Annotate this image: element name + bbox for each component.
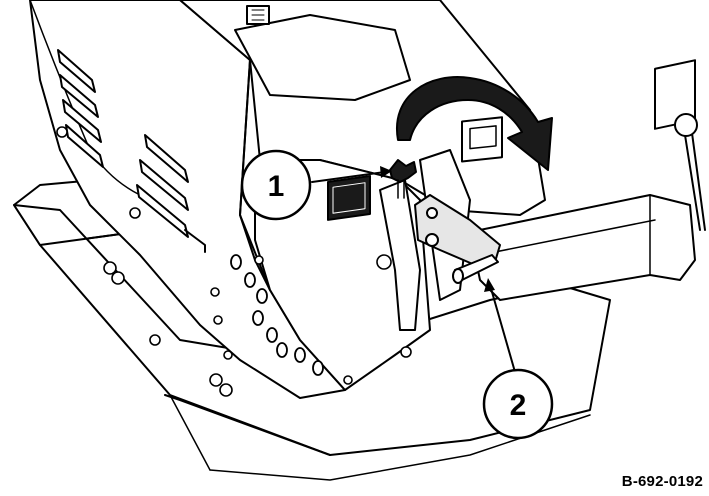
callout-2: 2 <box>482 368 554 440</box>
label-plate <box>327 174 371 221</box>
callout-2-leader <box>489 284 516 373</box>
figure-reference-code: B-692-0192 <box>621 473 703 490</box>
rotation-arrow <box>395 76 553 171</box>
rivets <box>230 254 324 376</box>
lever-knob <box>674 113 698 137</box>
bolts <box>56 126 412 397</box>
callout-1-leader <box>311 171 386 183</box>
callout-1-label: 1 <box>268 170 285 203</box>
callout-1: 1 <box>240 149 312 221</box>
throttle-lever <box>684 132 706 231</box>
star-knob <box>389 159 417 183</box>
vent-slots-right <box>136 134 206 253</box>
callout-2-label: 2 <box>510 389 527 422</box>
